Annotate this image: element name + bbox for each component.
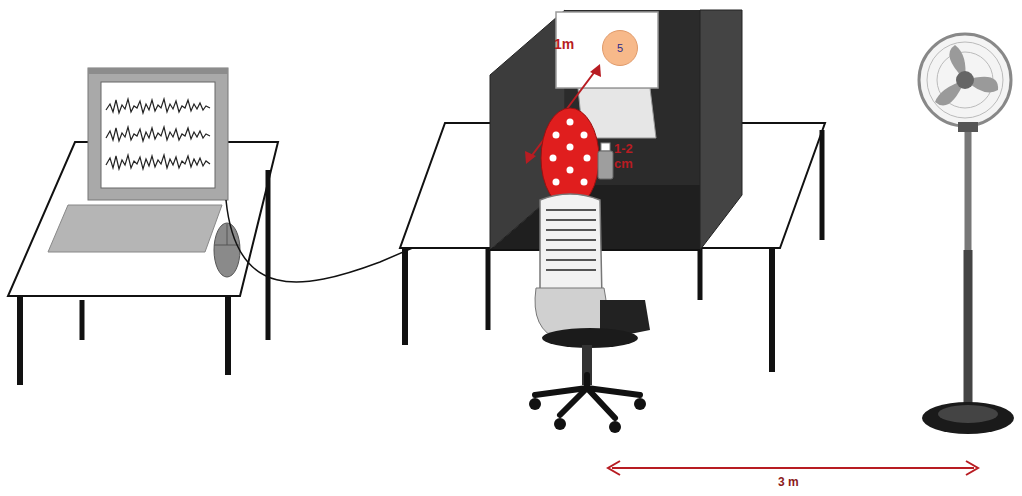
chair — [529, 194, 650, 433]
mouse — [214, 223, 240, 277]
booth — [490, 10, 742, 250]
distance-label: 3 m — [778, 476, 799, 490]
stimulus-circle: 5 — [602, 30, 638, 66]
center-desk — [400, 123, 825, 372]
odor-bottle — [598, 143, 613, 179]
keyboard — [48, 205, 222, 252]
node-text: 5 — [617, 42, 623, 54]
fan — [919, 34, 1014, 434]
distance-label: 1m — [554, 36, 574, 52]
distance-label: 1-2 cm — [614, 142, 644, 172]
monitor — [88, 68, 228, 200]
eeg-cap-head — [541, 108, 599, 208]
stimulus-screen — [556, 12, 658, 138]
distance-arrow — [608, 461, 978, 475]
